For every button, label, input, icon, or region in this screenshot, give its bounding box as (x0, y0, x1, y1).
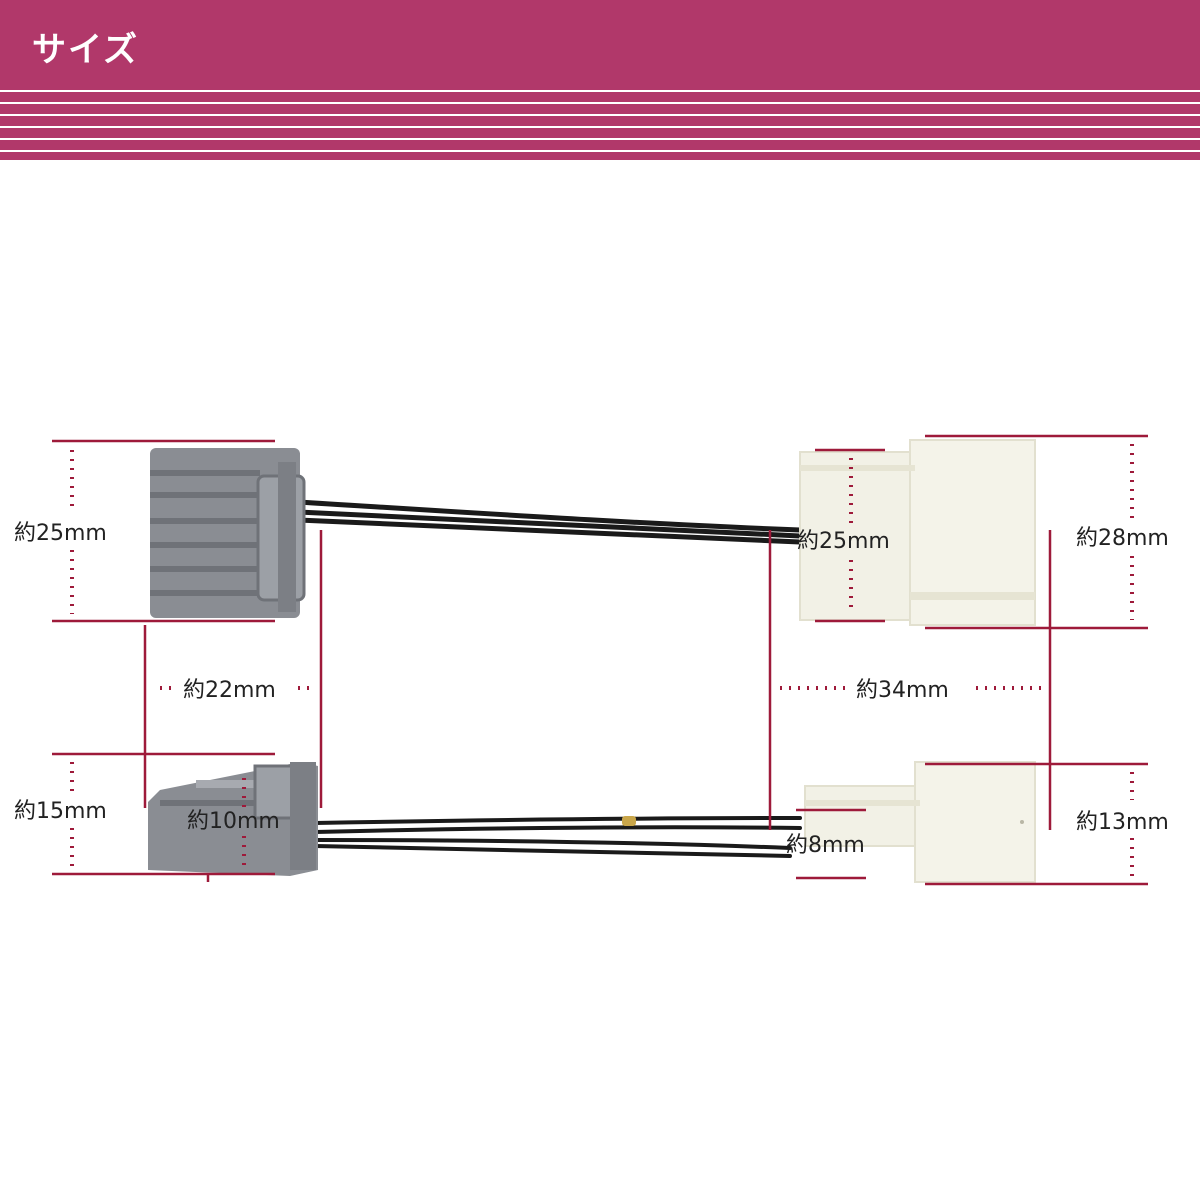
header-stripe (0, 102, 1200, 104)
wire-bundle-bottom (313, 816, 802, 858)
header-stripe (0, 138, 1200, 140)
top-right-outer-height-label: 約28mm (1076, 526, 1169, 551)
top-left-height-label: 約25mm (14, 521, 107, 546)
white-connector-small (804, 761, 1036, 883)
page-title: サイズ (32, 30, 139, 70)
gray-connector-small (148, 762, 318, 876)
top-right-inner-height-label: 約25mm (797, 529, 890, 554)
top-left-depth-label: 約22mm (183, 678, 276, 703)
header-stripe (0, 150, 1200, 152)
bottom-left-depth-label: 約10mm (187, 809, 280, 834)
header-stripe (0, 90, 1200, 92)
header-stripe (0, 114, 1200, 116)
gray-connector-large (150, 448, 306, 618)
header-stripe (0, 126, 1200, 128)
dimension-lines (52, 434, 1148, 886)
bottom-right-outer-height-label: 約13mm (1076, 810, 1169, 835)
wire-bundle-top (295, 499, 803, 545)
right-depth-label: 約34mm (856, 678, 949, 703)
wire-splice (622, 816, 636, 826)
bottom-left-height-label: 約15mm (14, 799, 107, 824)
bottom-right-inner-height-label: 約8mm (786, 833, 865, 858)
header-banner: サイズ (0, 0, 1200, 160)
white-connector-large (799, 439, 1036, 626)
